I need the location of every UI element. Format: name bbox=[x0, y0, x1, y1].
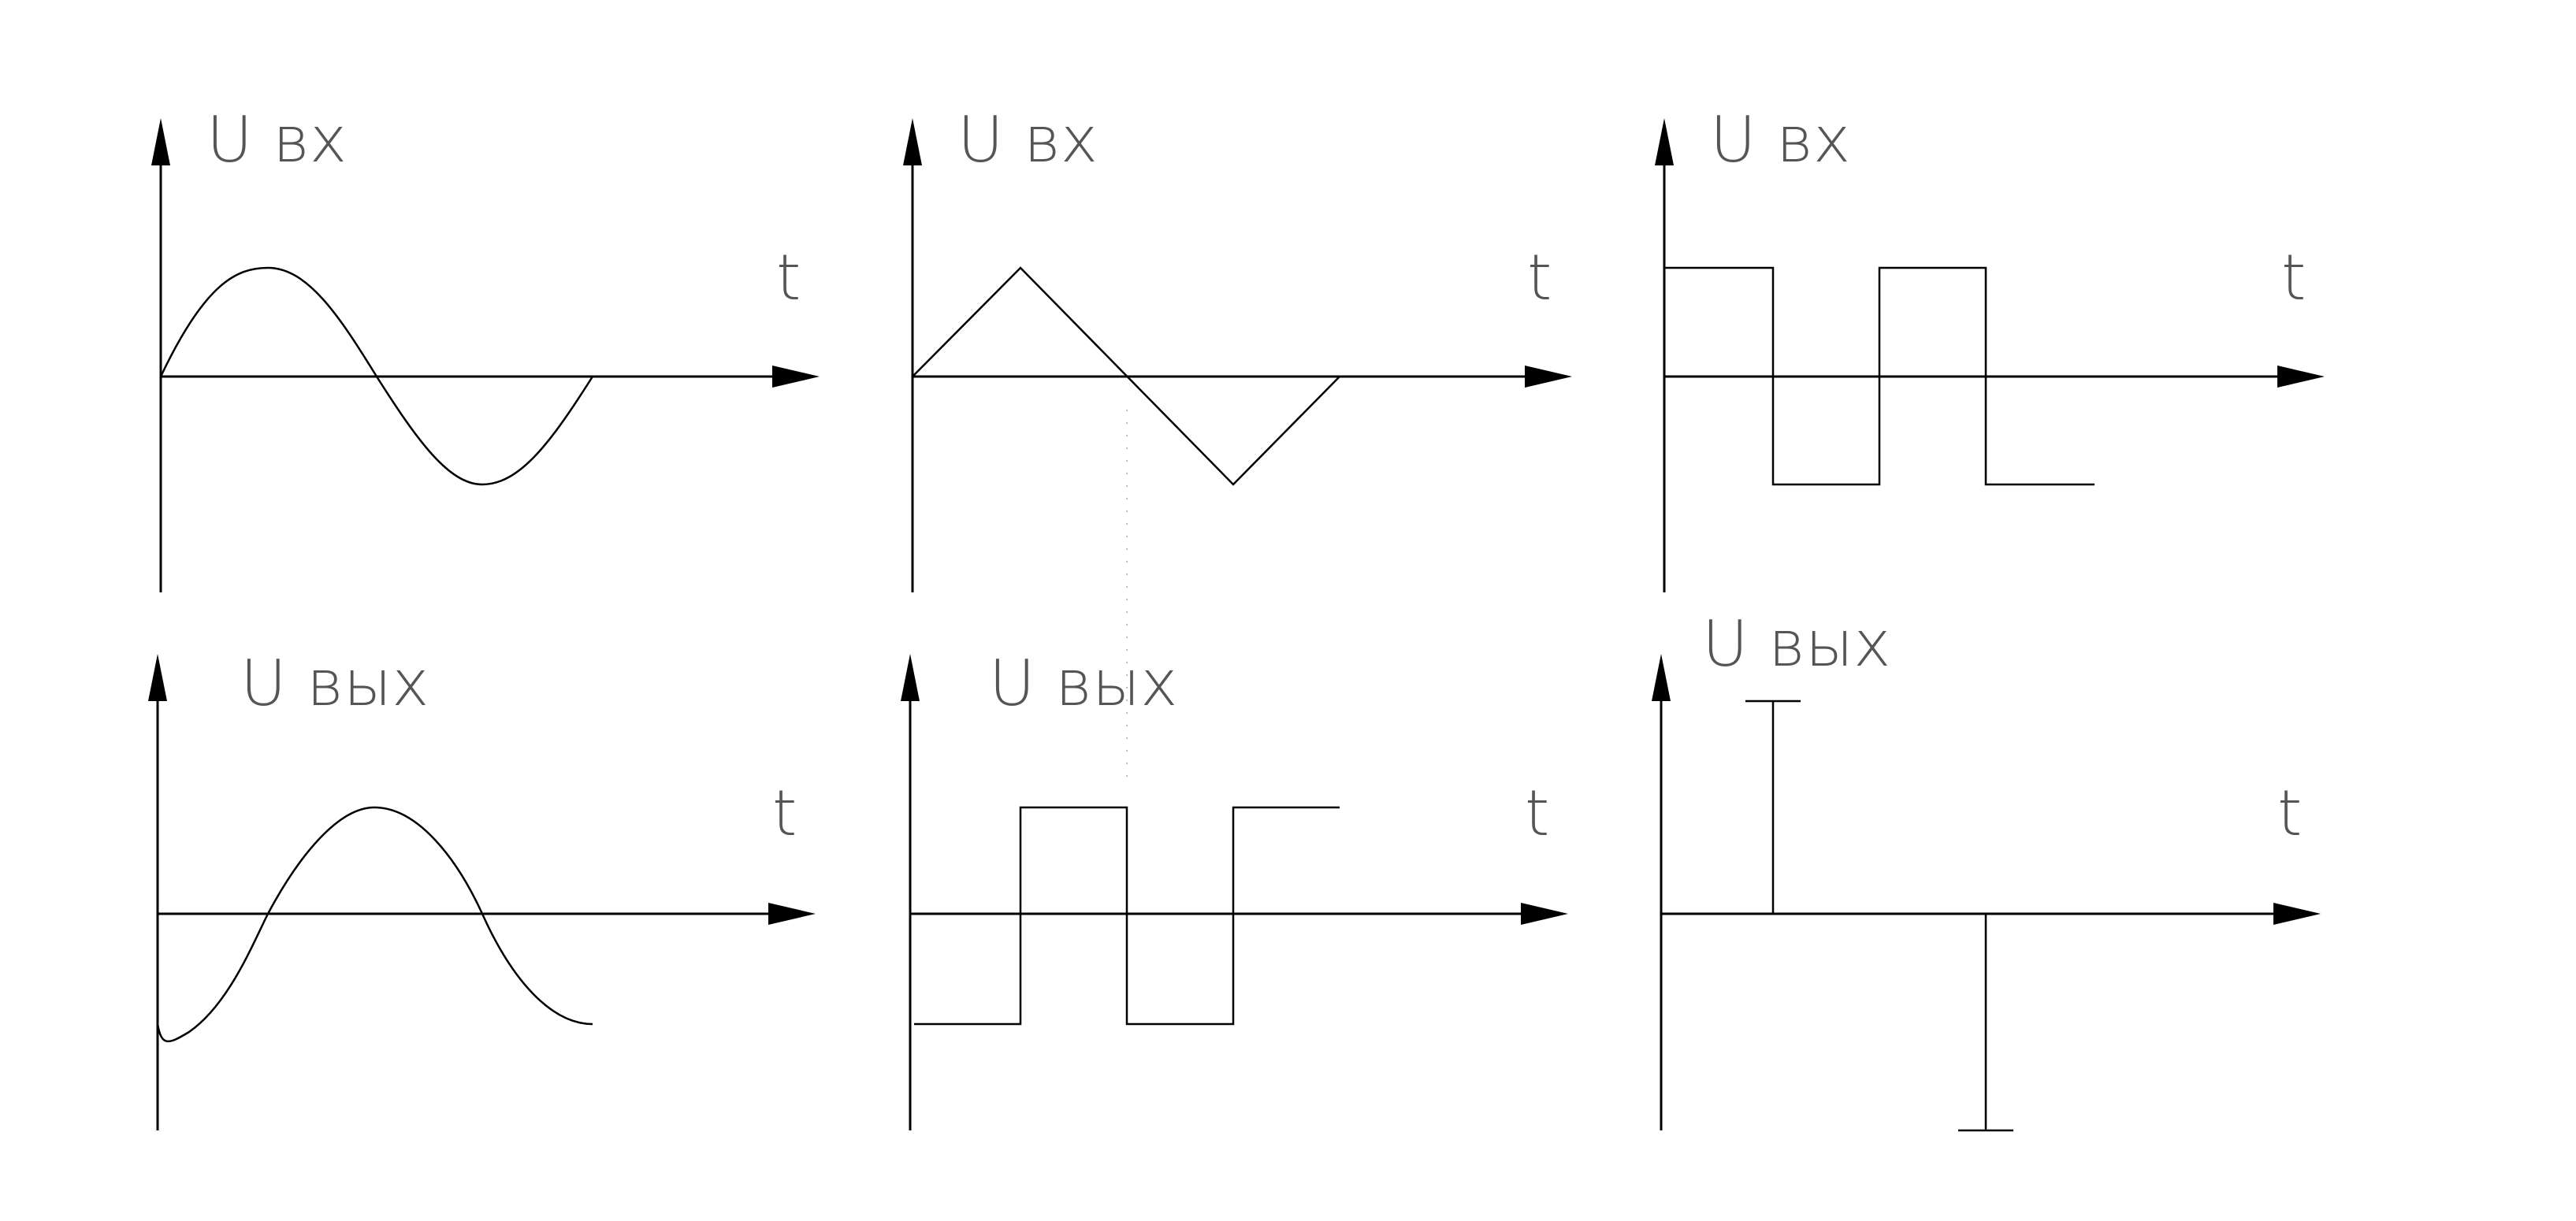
x-axis-arrow bbox=[1525, 366, 1572, 388]
sine-wave-output bbox=[156, 806, 593, 1043]
x-axis-label: t bbox=[2281, 241, 2306, 314]
x-axis-arrow bbox=[1521, 903, 1568, 925]
y-axis-arrow bbox=[151, 118, 170, 165]
panel-bottom-impulse: U вых t bbox=[1652, 607, 2321, 1132]
x-axis-label: t bbox=[1525, 777, 1549, 850]
y-axis-label: U вх bbox=[206, 103, 347, 176]
panel-top-triangle: U вх t bbox=[903, 103, 1572, 780]
y-axis-label: U вых bbox=[989, 647, 1177, 720]
square-wave-output bbox=[914, 806, 1340, 1026]
x-axis-label: t bbox=[2277, 777, 2302, 850]
x-axis-arrow bbox=[2273, 903, 2321, 925]
panel-top-sine: U вх t bbox=[151, 103, 820, 592]
y-axis-arrow bbox=[903, 118, 922, 165]
y-axis-label: U вых bbox=[1702, 607, 1890, 681]
y-axis-label: U вх bbox=[957, 103, 1098, 176]
square-wave bbox=[1664, 266, 2095, 486]
y-axis-label: U вых bbox=[240, 647, 429, 720]
panel-bottom-sine: U вых t bbox=[148, 647, 816, 1130]
panel-top-square: U вх t bbox=[1655, 103, 2325, 592]
x-axis-arrow bbox=[768, 903, 816, 925]
x-axis-label: t bbox=[772, 777, 797, 850]
x-axis-label: t bbox=[776, 241, 801, 314]
y-axis-arrow bbox=[1655, 118, 1674, 165]
y-axis-label: U вх bbox=[1710, 103, 1850, 176]
y-axis-arrow bbox=[1652, 654, 1671, 701]
triangle-wave bbox=[912, 266, 1340, 486]
y-axis-arrow bbox=[148, 654, 167, 701]
sine-wave bbox=[159, 266, 594, 486]
x-axis-arrow bbox=[2277, 366, 2325, 388]
x-axis-label: t bbox=[1527, 241, 1552, 314]
x-axis-arrow bbox=[772, 366, 820, 388]
panel-bottom-square: U вых t bbox=[901, 647, 1568, 1130]
y-axis-arrow bbox=[901, 654, 920, 701]
